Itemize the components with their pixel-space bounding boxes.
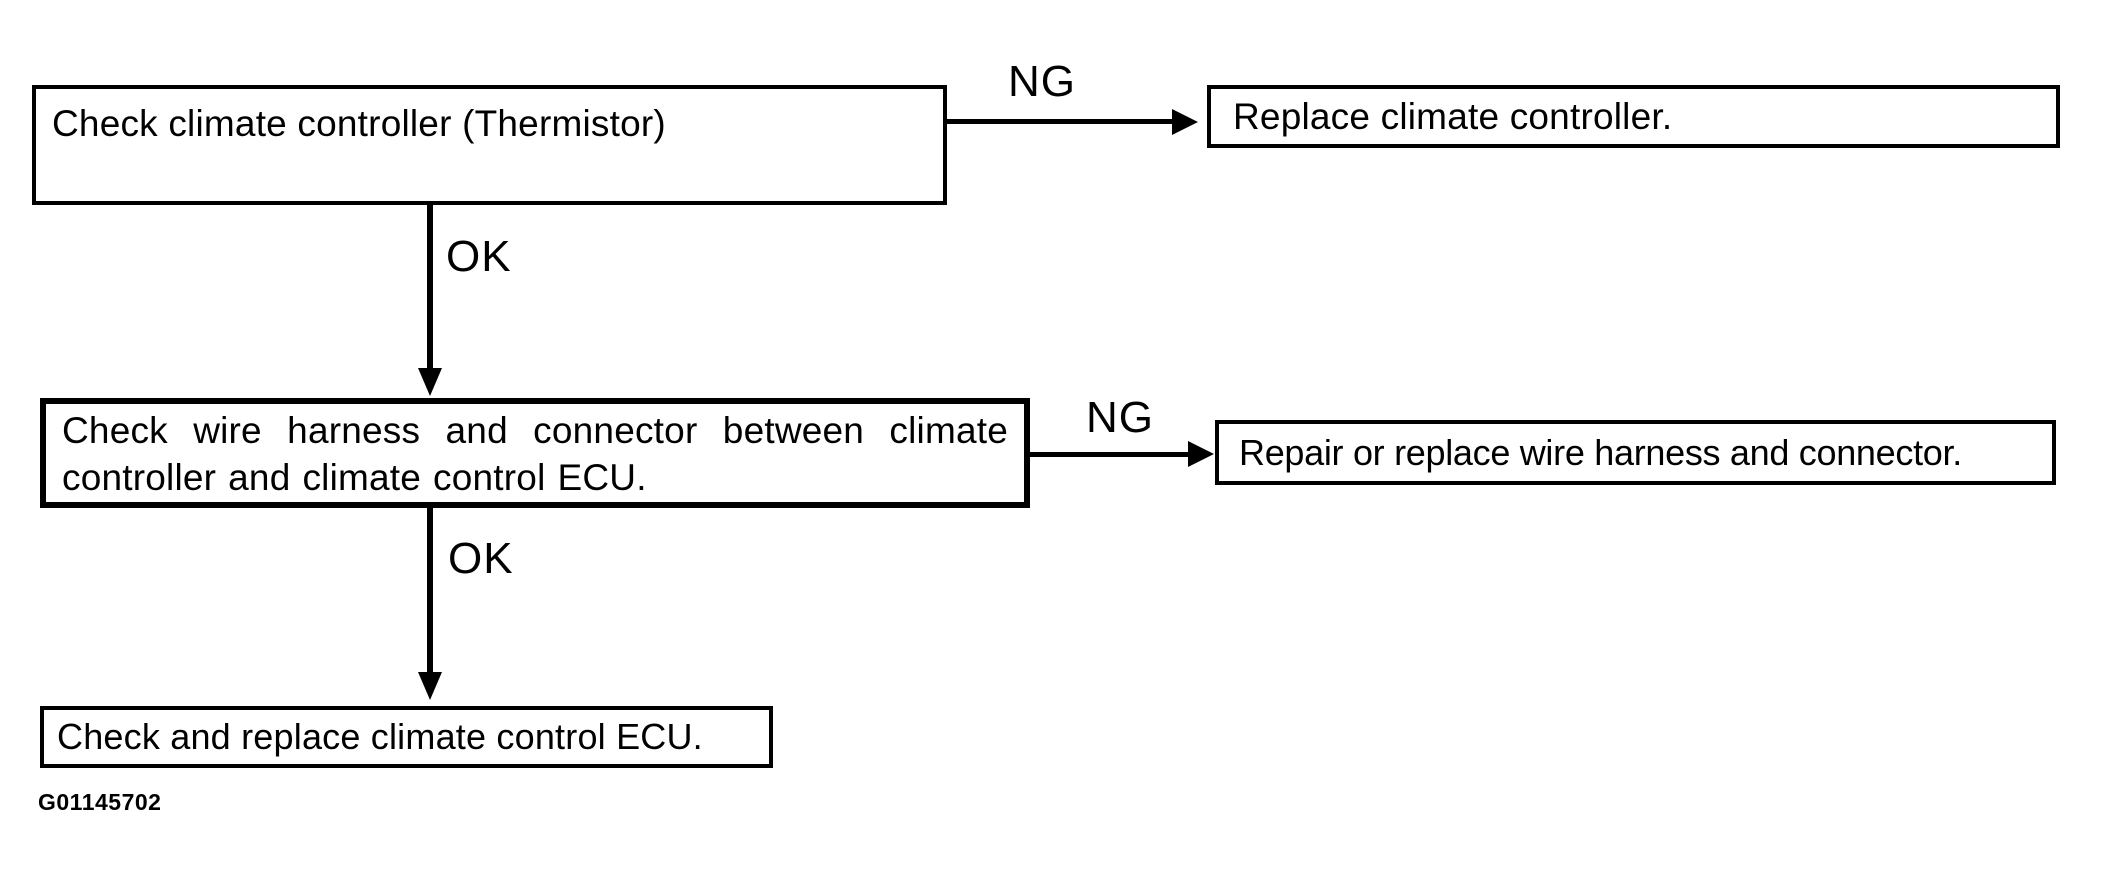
arrowhead-right-icon xyxy=(1188,441,1214,467)
edge-harness-ok-line xyxy=(427,508,433,674)
edge-controller-ok-line xyxy=(427,205,433,370)
node-replace-climate-controller: Replace climate controller. xyxy=(1207,85,2060,148)
node-check-climate-controller-label: Check climate controller (Thermistor) xyxy=(52,103,666,144)
node-replace-climate-control-ecu: Check and replace climate control ECU. xyxy=(40,706,773,768)
edge-controller-ok-label: OK xyxy=(446,232,512,281)
edge-controller-ng-label: NG xyxy=(1008,57,1076,106)
arrowhead-down-icon xyxy=(418,368,442,396)
arrowhead-right-icon xyxy=(1172,109,1198,135)
node-check-wire-harness: Check wire harness and connector between… xyxy=(40,398,1030,508)
edge-harness-ok-label: OK xyxy=(448,534,514,583)
edge-controller-ng-line xyxy=(947,119,1172,124)
node-replace-climate-control-ecu-label: Check and replace climate control ECU. xyxy=(57,716,703,757)
node-repair-wire-harness-label: Repair or replace wire harness and conne… xyxy=(1239,431,1962,473)
edge-harness-ng-label: NG xyxy=(1086,393,1154,442)
node-check-wire-harness-label: Check wire harness and connector between… xyxy=(62,410,1008,498)
node-repair-wire-harness: Repair or replace wire harness and conne… xyxy=(1215,420,2056,485)
figure-id: G01145702 xyxy=(38,789,162,815)
node-replace-climate-controller-label: Replace climate controller. xyxy=(1233,95,1673,137)
edge-harness-ng-line xyxy=(1030,452,1188,457)
arrowhead-down-icon xyxy=(418,672,442,700)
node-check-climate-controller: Check climate controller (Thermistor) xyxy=(32,85,947,205)
